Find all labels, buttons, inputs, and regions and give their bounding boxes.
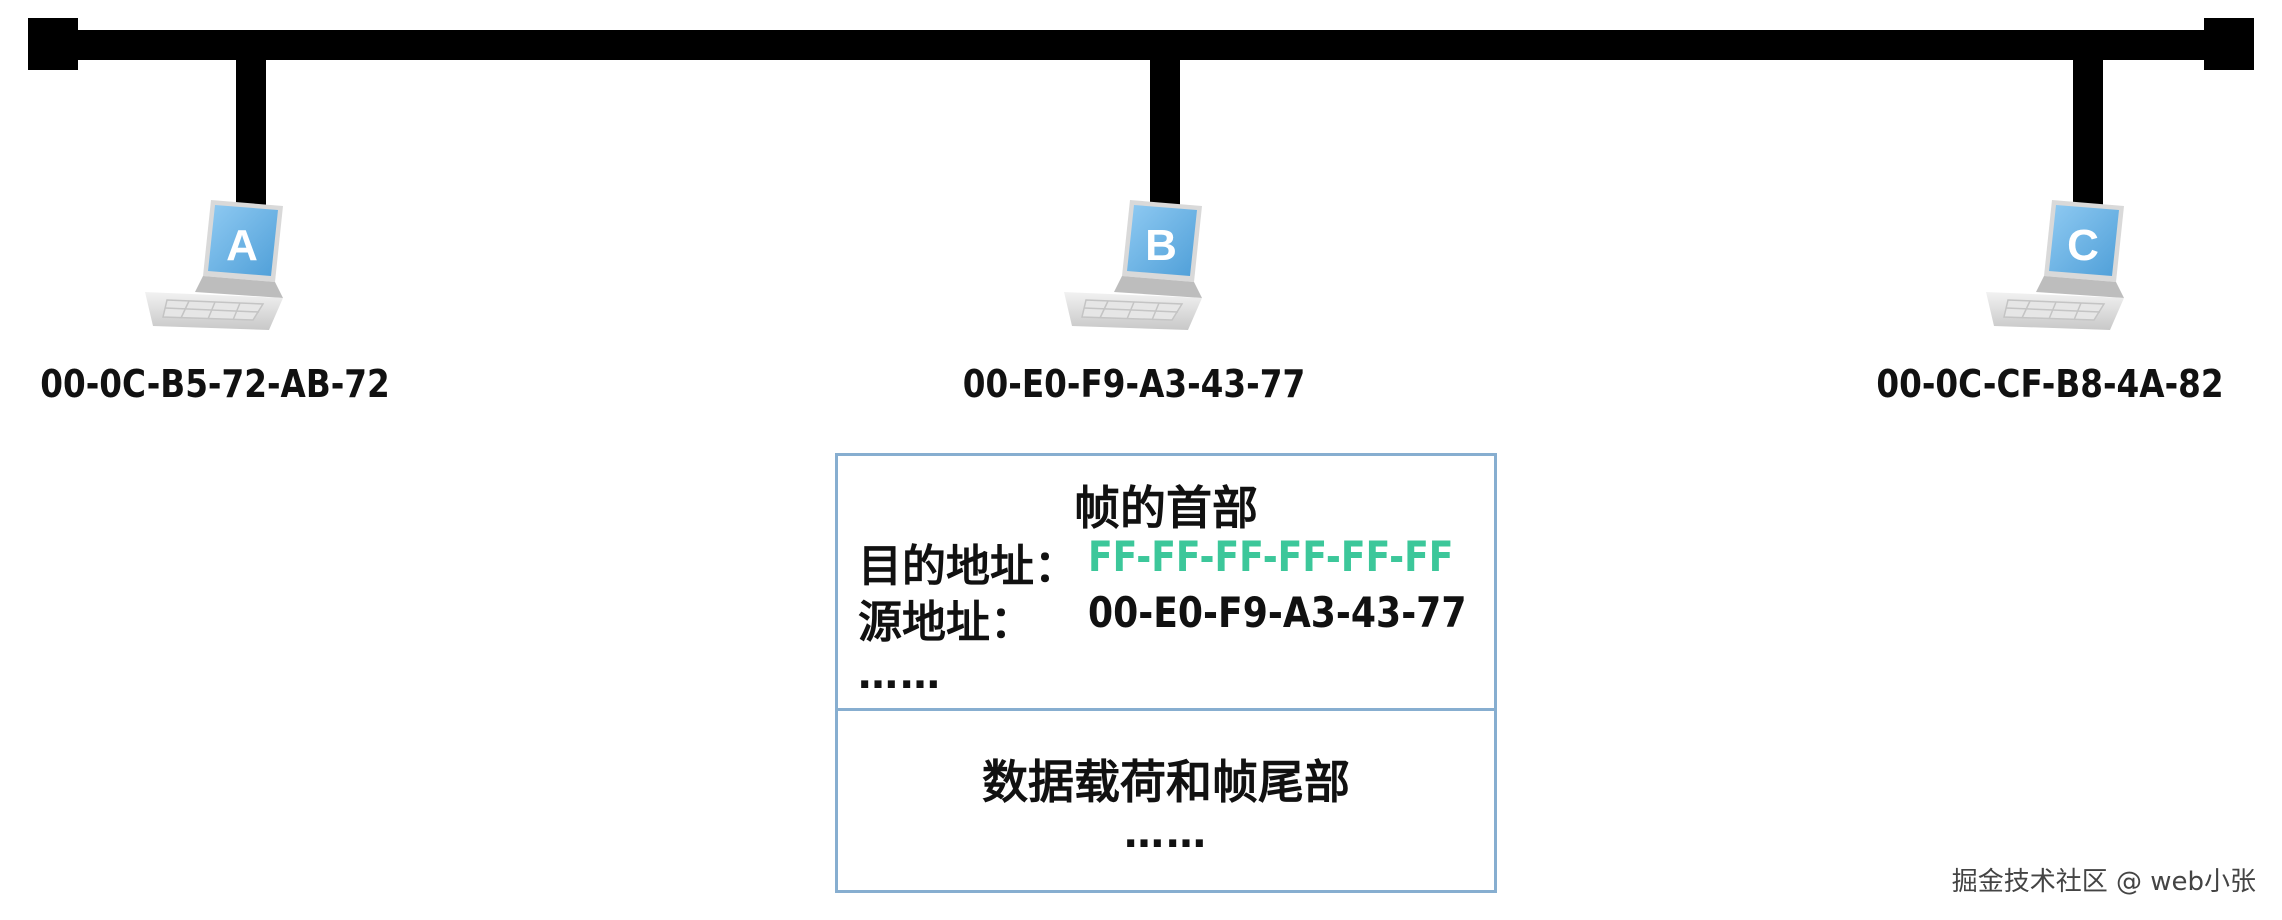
- frame-header-title: 帧的首部: [1074, 481, 1258, 535]
- header-ellipsis: ……: [858, 652, 942, 698]
- host-a-mac-label: 00-0C-B5-72-AB-72: [40, 362, 390, 406]
- frame-box: 帧的首部 目的地址： FF-FF-FF-FF-FF-FF 源地址： 00-E0-…: [835, 453, 1497, 893]
- bus-line: [28, 30, 2254, 60]
- laptop-c-letter: C: [2067, 221, 2099, 270]
- host-b-mac-label: 00-E0-F9-A3-43-77: [962, 362, 1306, 406]
- bus-end-left: [28, 18, 78, 70]
- laptop-b-icon: B: [1064, 200, 1202, 330]
- drop-line-b: [1150, 55, 1180, 215]
- laptop-c-icon: C: [1986, 200, 2124, 330]
- payload-title: 数据载荷和帧尾部: [982, 755, 1350, 809]
- destination-address-label: 目的地址：: [858, 541, 1078, 592]
- watermark: 掘金技术社区 @ web小张: [1951, 867, 2256, 897]
- source-address-value: 00-E0-F9-A3-43-77: [1088, 588, 1467, 637]
- bus-end-right: [2204, 18, 2254, 70]
- laptop-a-icon: A: [145, 200, 283, 330]
- destination-address-value: FF-FF-FF-FF-FF-FF: [1088, 532, 1454, 581]
- source-address-label: 源地址：: [858, 597, 1034, 648]
- host-c-mac-label: 00-0C-CF-B8-4A-82: [1876, 362, 2224, 406]
- drop-line-a: [236, 55, 266, 215]
- laptop-b-letter: B: [1145, 221, 1177, 270]
- laptop-a-letter: A: [226, 221, 258, 270]
- drop-line-c: [2073, 55, 2103, 215]
- payload-ellipsis: ……: [1124, 811, 1208, 857]
- frame-header-section: 帧的首部 目的地址： FF-FF-FF-FF-FF-FF 源地址： 00-E0-…: [838, 456, 1494, 711]
